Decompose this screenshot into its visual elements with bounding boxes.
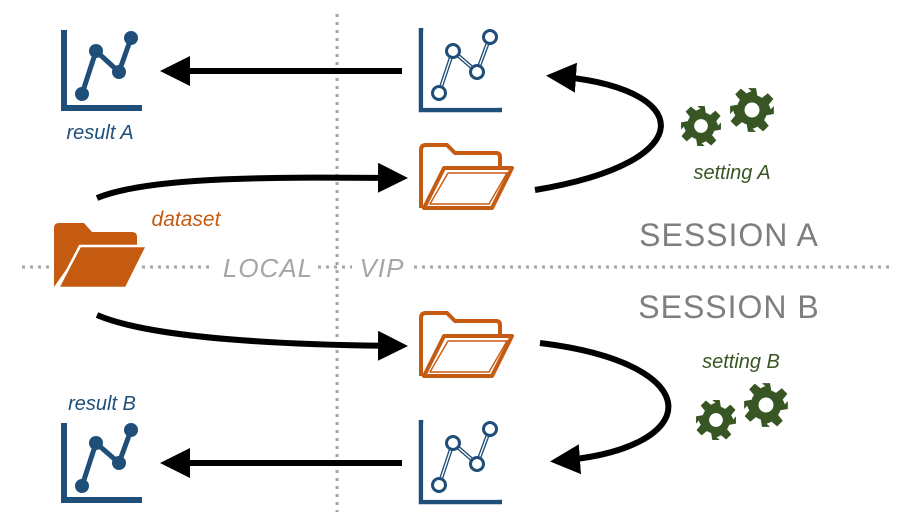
setting-b-label: setting B	[702, 351, 780, 373]
arrow-process-session-a	[534, 62, 664, 193]
line-chart-icon	[417, 28, 502, 114]
dataset-label: dataset	[152, 208, 222, 231]
gears-icon	[681, 88, 774, 146]
folder-icon	[419, 143, 514, 210]
result-b-label: result B	[68, 393, 136, 415]
line-chart-icon	[418, 420, 502, 505]
local-zone-label: LOCAL	[223, 253, 313, 283]
setting-a-label: setting A	[693, 162, 770, 184]
line-chart-icon	[61, 423, 142, 503]
arrow-dataset-to-session-b	[95, 312, 408, 361]
line-chart-icon	[61, 30, 142, 111]
session-a-title: SESSION A	[639, 217, 819, 253]
folder-icon	[419, 311, 514, 378]
gears-icon	[696, 383, 788, 440]
arrow-process-session-b	[539, 340, 672, 475]
session-b-title: SESSION B	[638, 289, 820, 325]
result-a-label: result A	[66, 122, 133, 144]
vip-zone-label: VIP	[360, 253, 405, 283]
arrow-dataset-to-session-a	[95, 162, 408, 201]
folder-icon	[54, 223, 149, 290]
